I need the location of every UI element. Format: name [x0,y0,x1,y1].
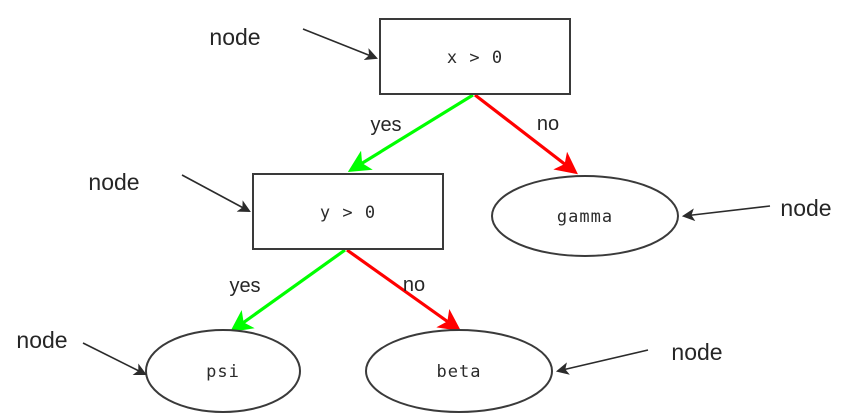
annotation-leader-gamma [681,205,771,222]
node-gamma-ellipse[interactable] [491,175,679,257]
node-beta-label: beta [437,362,482,382]
node-inner[interactable]: y > 0 [252,173,444,250]
annotation-label-gamma: node [780,195,831,221]
node-inner-box[interactable] [252,173,444,250]
annotation-leader-psi [82,342,147,375]
annotation-label-psi: node [16,327,67,353]
edge-inner-yes [229,248,346,333]
edge-root-yes [347,93,474,172]
node-psi-label: psi [206,362,240,382]
annotation-group: node node node node node [16,24,832,375]
node-beta[interactable]: beta [365,329,553,413]
node-root[interactable]: x > 0 [379,18,571,95]
edge-label-root-yes: yes [370,114,401,136]
annotation-label-root: node [209,24,260,50]
edge-root-no [474,93,578,175]
node-root-label: x > 0 [447,48,503,68]
node-gamma[interactable]: gamma [491,175,679,257]
annotation-label-inner: node [88,169,139,195]
node-gamma-label: gamma [557,207,613,227]
annotation-leader-root [302,28,378,61]
annotation-leader-beta [555,349,649,375]
edge-label-group: yes no yes no [229,113,559,297]
node-inner-label: y > 0 [320,203,376,223]
node-root-box[interactable] [379,18,571,95]
edge-label-root-no: no [537,113,559,135]
edge-label-inner-yes: yes [229,275,260,297]
node-beta-ellipse[interactable] [365,329,553,413]
annotation-leader-inner [181,174,251,213]
edge-inner-no [346,248,462,332]
edge-label-inner-no: no [403,274,425,296]
edge-group [229,93,578,333]
node-psi[interactable]: psi [145,329,301,413]
annotation-label-beta: node [671,339,722,365]
